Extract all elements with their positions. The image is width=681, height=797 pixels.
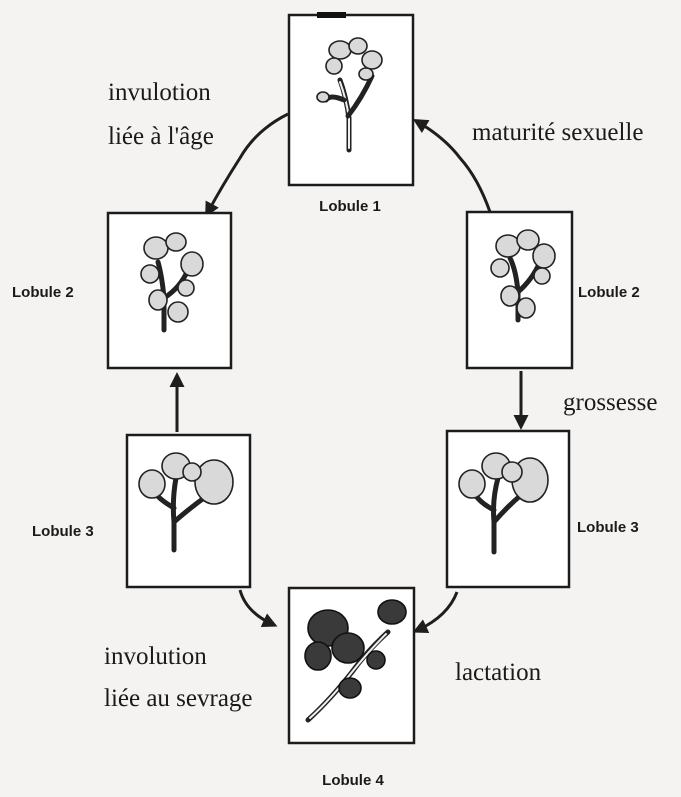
lobule-4-label: Lobule 4 bbox=[322, 772, 384, 789]
arrow-involution-age bbox=[208, 114, 288, 212]
stage-involution-age-line2: liée à l'âge bbox=[108, 123, 214, 150]
stage-involution-sevrage-line1: involution bbox=[104, 643, 207, 670]
lobule-3-left-label: Lobule 3 bbox=[32, 523, 94, 540]
arrow-involution-sevrage bbox=[240, 590, 272, 624]
lobule-2-right-label: Lobule 2 bbox=[578, 284, 640, 301]
lobule-4-box bbox=[289, 588, 414, 743]
stage-involution-sevrage-line2: liée au sevrage bbox=[104, 685, 253, 712]
stage-maturite-sexuelle: maturité sexuelle bbox=[472, 119, 643, 146]
stage-grossesse: grossesse bbox=[563, 389, 657, 416]
lobule-1-label: Lobule 1 bbox=[319, 198, 381, 215]
lobule-2-left-box bbox=[108, 213, 231, 368]
arrow-lactation bbox=[418, 592, 457, 630]
lobule-2-left-label: Lobule 2 bbox=[12, 284, 74, 301]
lobule-3-right-box bbox=[447, 431, 569, 587]
lobule-1-box bbox=[289, 15, 413, 185]
lobule-3-right-label: Lobule 3 bbox=[577, 519, 639, 536]
lobule-3-left-box bbox=[127, 435, 250, 587]
stage-involution-age-line1: invulotion bbox=[108, 79, 211, 106]
lobule-2-right-box bbox=[467, 212, 572, 368]
stage-lactation: lactation bbox=[455, 659, 542, 686]
